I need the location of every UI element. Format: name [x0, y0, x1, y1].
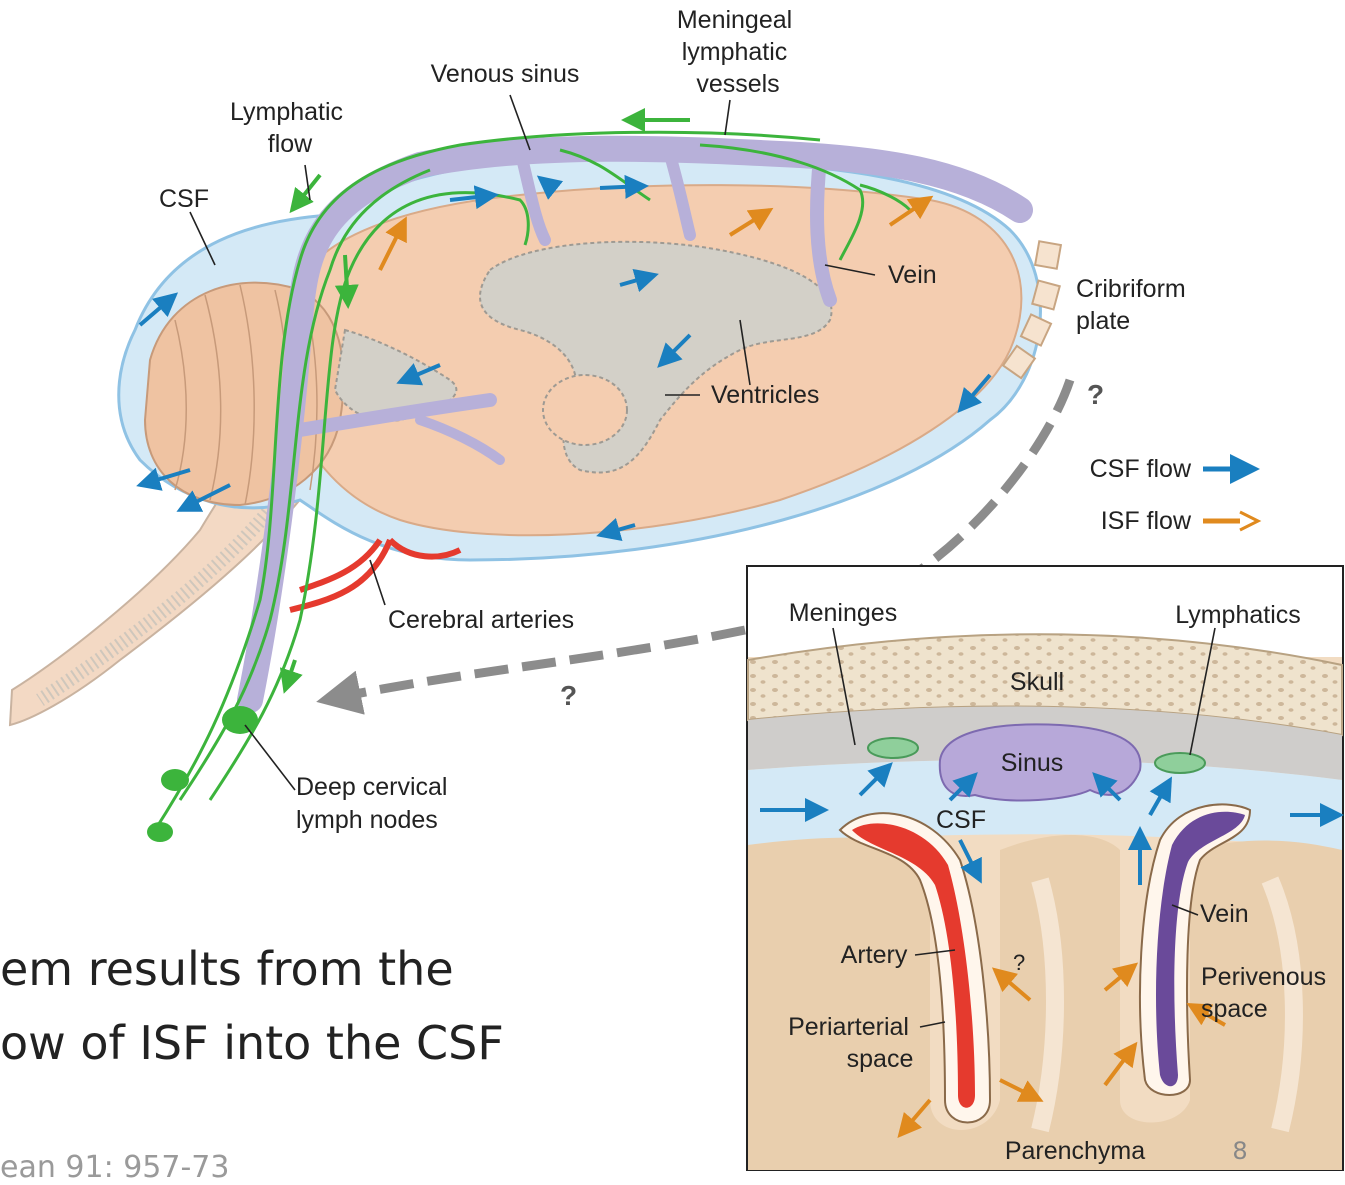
inset-lymphatic-left [868, 738, 918, 758]
inset-label-lymphatics: Lymphatics [1175, 601, 1301, 629]
question-mark-cervical: ? [560, 680, 577, 711]
label-lymphatic-flow: Lymphatic flow [230, 98, 350, 158]
label-venous-sinus: Venous sinus [431, 60, 580, 88]
legend-csf-flow-label: CSF flow [1090, 455, 1192, 483]
inset-label-skull: Skull [1010, 668, 1064, 696]
inset-label-vein: Vein [1200, 900, 1249, 928]
label-meningeal-lymphatic-vessels: Meningeal lymphatic vessels [677, 6, 799, 98]
inset-label-csf: CSF [936, 806, 986, 834]
legend: CSF flow ISF flow [1090, 455, 1258, 535]
question-mark-cribriform: ? [1087, 379, 1104, 410]
inset-label-parenchyma: Parenchyma [1005, 1137, 1145, 1165]
legend-isf-flow-arrow [1203, 512, 1258, 530]
label-cribriform-plate: Cribriform plate [1076, 275, 1193, 335]
inset-label-sinus: Sinus [1001, 749, 1064, 777]
label-cerebral-arteries: Cerebral arteries [388, 606, 574, 634]
slide-text-line-1: em results from the [0, 942, 454, 996]
label-deep-cervical-lymph-nodes: Deep cervical lymph nodes [296, 773, 454, 834]
slide-page-number: 8 [1232, 1137, 1247, 1165]
legend-isf-flow-label: ISF flow [1101, 507, 1192, 535]
slide-citation: ean 91: 957-73 [0, 1150, 229, 1185]
inset-lymphatic-right [1155, 753, 1205, 773]
deep-cervical-lymph-nodes [147, 706, 258, 842]
inset-question-mark: ? [1013, 950, 1025, 975]
inset-label-artery: Artery [841, 941, 908, 969]
slide-text-line-2: ow of ISF into the CSF [0, 1016, 504, 1070]
inset-label-meninges: Meninges [789, 599, 897, 627]
label-ventricles: Ventricles [711, 381, 819, 409]
label-csf: CSF [159, 185, 209, 213]
label-vein: Vein [888, 261, 937, 289]
inset-panel: Meninges Lymphatics Skull Sinus CSF Vein… [747, 566, 1343, 1170]
